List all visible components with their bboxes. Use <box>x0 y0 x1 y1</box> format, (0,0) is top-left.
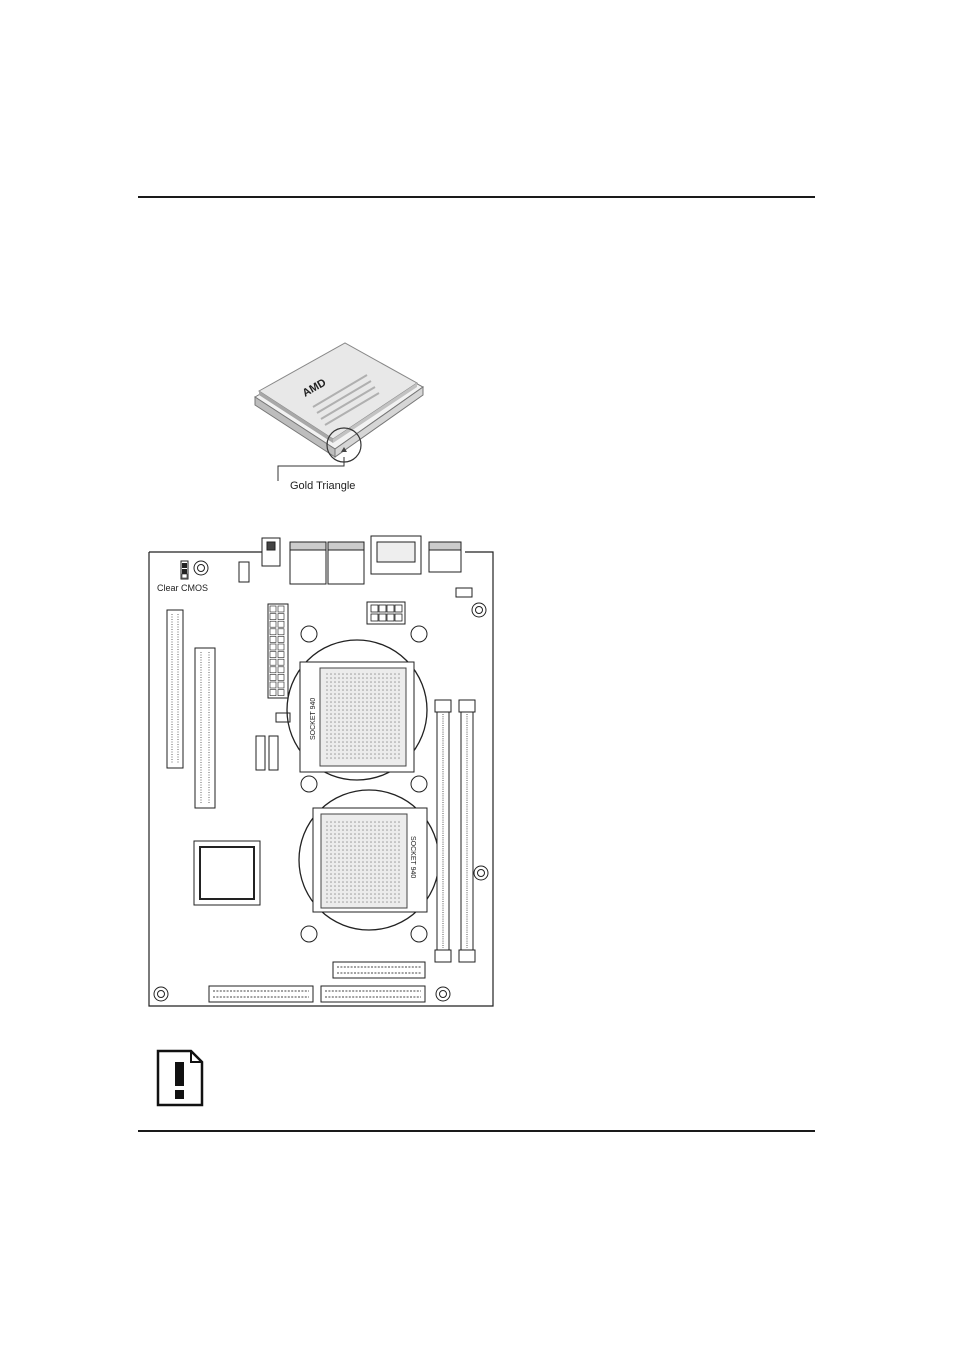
socket-2-label: SOCKET 940 <box>409 836 416 878</box>
socket-1-label: SOCKET 940 <box>310 698 317 740</box>
clear-cmos-jumper <box>181 561 188 579</box>
ide-header <box>333 962 425 978</box>
cpu-socket-1 <box>300 662 414 772</box>
gold-triangle-label: Gold Triangle <box>290 480 355 492</box>
header-rule <box>138 196 815 198</box>
ide-header <box>321 986 425 1002</box>
cpu-illustration: AMD Gold Triangle <box>245 335 435 495</box>
caution-icon <box>155 1048 205 1108</box>
rear-io-panel <box>262 536 461 584</box>
agp-slot <box>195 648 215 808</box>
footer-rule <box>138 1130 815 1132</box>
dimm-slot <box>459 700 475 962</box>
fdd-header <box>209 986 313 1002</box>
clear-cmos-label: Clear CMOS <box>157 583 208 593</box>
pci-slot <box>167 610 183 768</box>
chipset <box>194 841 260 905</box>
dimm-slot <box>435 700 451 962</box>
motherboard-diagram: Clear CMOS <box>145 528 497 1010</box>
